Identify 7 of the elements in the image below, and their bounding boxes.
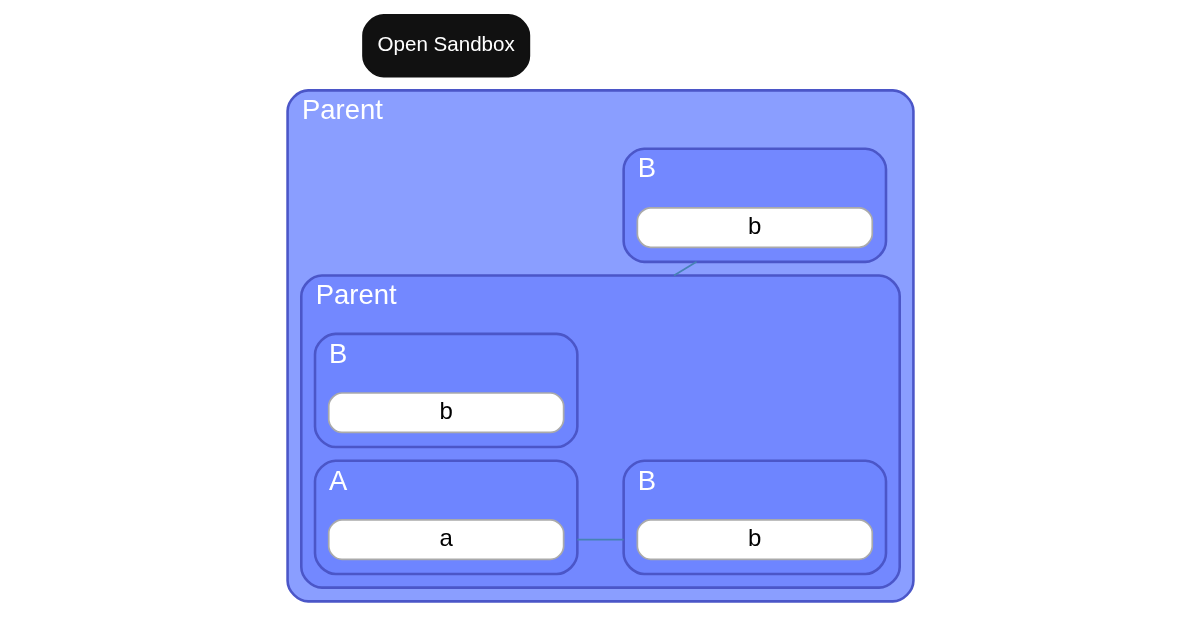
node-box: a	[327, 519, 564, 561]
node-box: b	[636, 206, 873, 249]
node-box: b	[327, 392, 564, 434]
label: Open Sandbox	[377, 32, 515, 56]
connector	[576, 538, 624, 541]
connector	[672, 261, 697, 277]
node-box: b	[636, 519, 873, 561]
